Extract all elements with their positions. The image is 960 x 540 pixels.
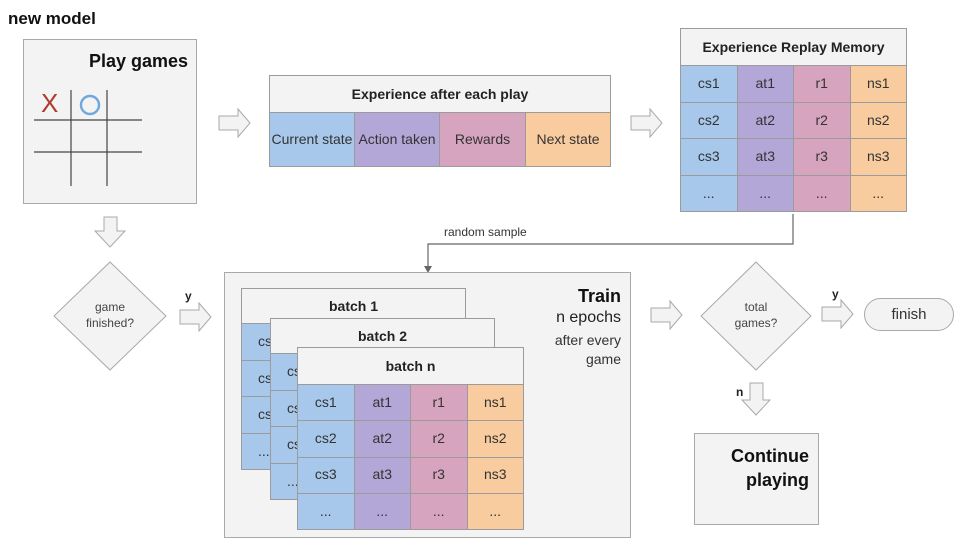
replay-memory-cell: at2 xyxy=(736,101,794,139)
game-finished-label: game finished? xyxy=(85,300,135,330)
train-after-every-game: after every game xyxy=(554,332,621,367)
random-sample-label: random sample xyxy=(444,225,527,239)
experience-cell-next-state: Next state xyxy=(525,112,611,167)
replay-memory-cell: ... xyxy=(680,174,738,212)
no-label-total: n xyxy=(736,385,744,399)
batch-n-cell: ns3 xyxy=(466,456,524,494)
batch-n-cell: ... xyxy=(297,492,355,531)
x-mark-icon: X xyxy=(41,88,59,118)
batch-n-cell: ... xyxy=(466,492,524,531)
experience-cell-current-state: Current state xyxy=(269,112,355,167)
experience-header: Experience after each play xyxy=(269,75,611,113)
total-games-label: total games? xyxy=(734,300,778,330)
train-epochs: n epochs xyxy=(556,309,621,326)
replay-memory-cell: ns2 xyxy=(849,101,907,139)
batch-n-cell: cs2 xyxy=(297,420,355,458)
arrow-right-icon xyxy=(650,299,683,331)
finish-terminal: finish xyxy=(864,298,954,331)
continue-playing-box: Continue playing xyxy=(694,433,819,525)
experience-cell-action-taken: Action taken xyxy=(354,112,440,167)
replay-memory-cell: cs3 xyxy=(680,138,738,176)
replay-memory-cell: ... xyxy=(736,174,794,212)
arrow-right-icon xyxy=(218,107,251,139)
experience-table: Experience after each play Current state… xyxy=(269,75,611,167)
total-games-diamond xyxy=(700,261,812,371)
replay-memory-cell: r1 xyxy=(793,65,851,103)
replay-memory-cell: r2 xyxy=(793,101,851,139)
replay-memory-cell: ns3 xyxy=(849,138,907,176)
batch-n-cell: r1 xyxy=(410,384,468,422)
replay-memory-cell: at3 xyxy=(736,138,794,176)
o-mark-icon xyxy=(79,94,101,116)
batch-n-cell: at2 xyxy=(353,420,411,458)
batch-n-cell: ... xyxy=(353,492,411,531)
batch-n-header: batch n xyxy=(297,347,524,385)
tic-tac-toe-icon xyxy=(34,90,142,186)
replay-memory-header: Experience Replay Memory xyxy=(680,28,907,66)
batch-n-cell: ... xyxy=(410,492,468,531)
batch-n-cell: at3 xyxy=(353,456,411,494)
arrow-down-icon xyxy=(93,216,127,248)
page-title: new model xyxy=(8,9,96,28)
replay-memory-cell: cs1 xyxy=(680,65,738,103)
replay-memory-cell: cs2 xyxy=(680,101,738,139)
replay-memory-cell: at1 xyxy=(736,65,794,103)
arrow-right-icon xyxy=(179,301,212,333)
batch-n-cell: r3 xyxy=(410,456,468,494)
play-games-label: Play games xyxy=(88,51,188,71)
batch-n-cell: cs3 xyxy=(297,456,355,494)
replay-memory-cell: r3 xyxy=(793,138,851,176)
yes-label-total: y xyxy=(832,287,839,301)
batch-n-cell: ns2 xyxy=(466,420,524,458)
continue-playing-label: Continue playing xyxy=(731,446,809,491)
play-games-box: Play games X xyxy=(23,39,197,204)
arrow-right-icon xyxy=(821,298,854,330)
train-title: Train xyxy=(577,286,621,306)
random-sample-connector xyxy=(427,214,794,268)
replay-memory-cell: ... xyxy=(793,174,851,212)
arrowhead-icon xyxy=(424,266,432,273)
yes-label-game: y xyxy=(185,289,192,303)
batch-n-cell: cs1 xyxy=(297,384,355,422)
game-finished-diamond xyxy=(53,261,167,371)
arrow-down-icon xyxy=(740,382,772,416)
arrow-right-icon xyxy=(630,107,663,139)
batch-n-cell: r2 xyxy=(410,420,468,458)
batch-n-cell: ns1 xyxy=(466,384,524,422)
experience-cell-rewards: Rewards xyxy=(439,112,526,167)
batch-n-cell: at1 xyxy=(353,384,411,422)
replay-memory-cell: ns1 xyxy=(849,65,907,103)
replay-memory-cell: ... xyxy=(849,174,907,212)
